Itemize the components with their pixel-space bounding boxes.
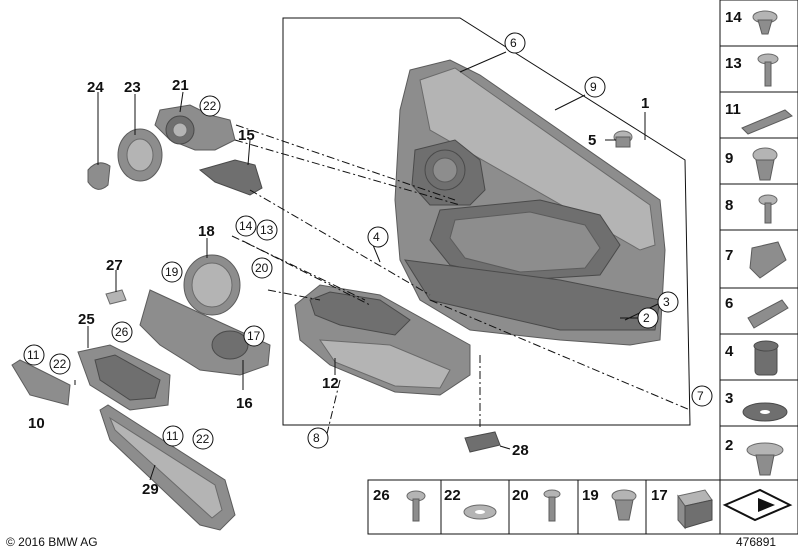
callout-11-bottom: 11 [166,429,179,443]
callout-labels: 6 9 1 5 4 3 2 7 8 12 28 24 23 21 22 15 1… [27,36,704,498]
clip-14-icon [752,10,778,35]
right-label-4: 4 [725,343,734,360]
right-label-6: 6 [725,295,733,312]
callout-27: 27 [106,257,123,274]
callout-12: 12 [322,375,339,392]
callout-9: 9 [590,80,597,94]
circled-callouts [23,32,713,450]
trim-strip-10 [11,359,71,406]
pull-handle-25 [77,344,171,411]
arrow-direction-icon [722,488,793,522]
bottom-label-17: 17 [651,487,668,504]
long-trim-29 [99,404,236,531]
cap-24 [87,162,111,190]
callout-6: 6 [510,36,517,50]
cover-27 [105,289,127,305]
speaker-cover-15 [198,159,263,196]
callout-24: 24 [87,79,104,96]
callout-22-bottom: 22 [196,432,210,446]
callout-3: 3 [663,295,670,309]
bottom-parts-row: 26 22 20 19 17 [367,479,721,535]
leader-lines [87,51,663,481]
callout-18: 18 [198,223,215,240]
right-label-7: 7 [725,247,733,264]
callout-16: 16 [236,395,253,412]
speaker-ring-23 [117,128,163,182]
right-label-9: 9 [725,150,733,167]
speaker-ring-18 [183,254,241,316]
assembly-lines [74,124,691,439]
clip-6-icon [747,299,789,329]
washer-3-icon [742,402,788,422]
right-label-8: 8 [725,197,733,214]
callout-17: 17 [247,329,261,343]
callout-22-top: 22 [203,99,217,113]
door-trim-panel [394,59,666,346]
copyright-text: © 2016 BMW AG [6,535,98,549]
switch-28 [464,431,501,453]
callout-1: 1 [641,95,649,112]
callout-26: 26 [115,325,129,339]
callout-2: 2 [643,311,650,325]
bottom-label-20: 20 [512,487,529,504]
nut-9-icon [752,147,778,181]
plug-4-icon [753,340,779,376]
screw-26-icon [406,490,426,522]
clip-part-5 [613,130,633,148]
bracket-21 [154,104,236,151]
callout-23: 23 [124,79,141,96]
image-number: 476891 [736,535,776,549]
bottom-label-19: 19 [582,487,599,504]
bottom-label-22: 22 [444,487,461,504]
screw-20-icon [543,489,561,522]
callout-11-left: 11 [27,348,40,362]
callout-7: 7 [697,389,704,403]
strip-11-icon [741,109,793,135]
right-label-3: 3 [725,390,733,407]
armrest-handle [294,284,471,396]
callout-5: 5 [588,132,596,149]
callout-21: 21 [172,77,189,94]
door-panel-frame [282,17,691,426]
callout-14: 14 [239,219,253,233]
callout-10: 10 [28,415,45,432]
callout-20: 20 [255,261,269,275]
callout-4: 4 [373,230,380,244]
clip-7-icon [749,241,787,279]
right-parts-column: 14 13 11 9 8 7 6 4 3 2 [719,0,798,535]
right-label-2: 2 [725,437,733,454]
callout-8: 8 [313,431,320,445]
bottom-label-26: 26 [373,487,390,504]
callout-28: 28 [512,442,529,459]
callout-25: 25 [78,311,95,328]
right-label-13: 13 [725,55,742,72]
right-label-14: 14 [725,9,742,26]
washer-22-icon [463,504,497,520]
clip-2-icon [746,442,784,476]
lower-trim-16 [139,289,271,376]
callout-22-left: 22 [53,357,67,371]
screw-8-icon [758,194,778,224]
screw-13-icon [757,53,779,87]
nut-19-icon [611,489,637,521]
right-label-11: 11 [725,101,741,118]
pad-17-icon [677,489,713,530]
callout-29: 29 [142,481,159,498]
callout-15: 15 [238,127,255,144]
callout-13: 13 [260,223,274,237]
callout-19: 19 [165,265,179,279]
